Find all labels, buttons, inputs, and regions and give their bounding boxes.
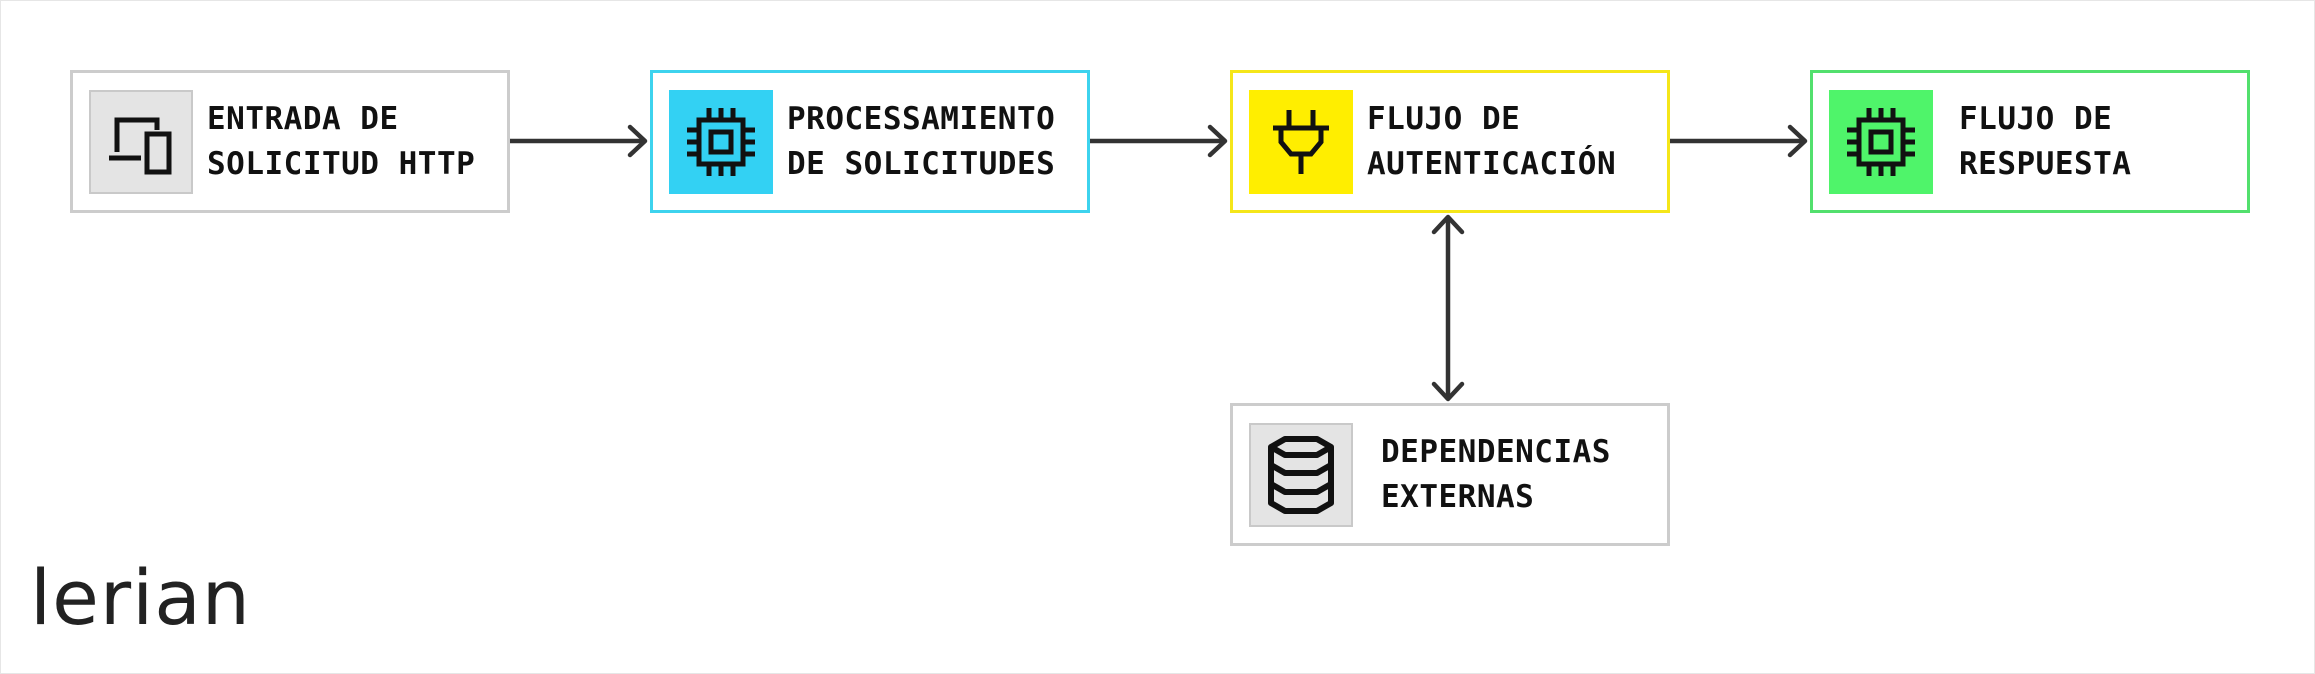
node-label-line: DEPENDENCIAS: [1381, 433, 1611, 470]
node-external-deps: DEPENDENCIAS EXTERNAS: [1230, 403, 1670, 546]
node-label-line: RESPUESTA: [1959, 145, 2132, 182]
node-label-line: DE SOLICITUDES: [787, 145, 1056, 182]
node-label-line: SOLICITUD HTTP: [207, 145, 476, 182]
node-label-line: ENTRADA DE: [207, 100, 399, 137]
node-label-line: PROCESSAMIENTO: [787, 100, 1056, 137]
chip-icon-box: [1829, 89, 1933, 194]
devices-icon-box: [89, 89, 193, 194]
devices-icon: [109, 117, 172, 174]
node-request-processing-label: PROCESSAMIENTO DE SOLICITUDES: [787, 97, 1055, 187]
node-request-processing: PROCESSAMIENTO DE SOLICITUDES: [650, 70, 1090, 213]
node-label-line: AUTENTICACIÓN: [1367, 145, 1617, 182]
node-http-input: ENTRADA DE SOLICITUD HTTP: [70, 70, 510, 213]
chip-icon: [687, 107, 755, 176]
chip-icon-box: [669, 89, 773, 194]
node-label-line: FLUJO DE: [1367, 100, 1521, 137]
database-icon-box: [1249, 422, 1353, 527]
plug-icon-box: [1249, 89, 1353, 194]
brand-logo: lerian: [30, 553, 251, 642]
node-response-flow-label: FLUJO DE RESPUESTA: [1959, 97, 2131, 187]
node-auth-flow-label: FLUJO DE AUTENTICACIÓN: [1367, 97, 1616, 187]
database-icon: [1268, 435, 1334, 514]
node-auth-flow: FLUJO DE AUTENTICACIÓN: [1230, 70, 1670, 213]
plug-icon: [1273, 109, 1329, 174]
node-http-input-label: ENTRADA DE SOLICITUD HTTP: [207, 97, 475, 187]
chip-icon: [1847, 107, 1915, 176]
edge-input-to-processing: [506, 124, 648, 158]
node-external-deps-label: DEPENDENCIAS EXTERNAS: [1381, 430, 1611, 520]
edge-auth-external-bidirectional: [1431, 214, 1465, 402]
edge-processing-to-auth: [1086, 124, 1228, 158]
node-label-line: EXTERNAS: [1381, 478, 1535, 515]
edge-auth-to-response: [1666, 124, 1808, 158]
node-response-flow: FLUJO DE RESPUESTA: [1810, 70, 2250, 213]
node-label-line: FLUJO DE: [1959, 100, 2113, 137]
